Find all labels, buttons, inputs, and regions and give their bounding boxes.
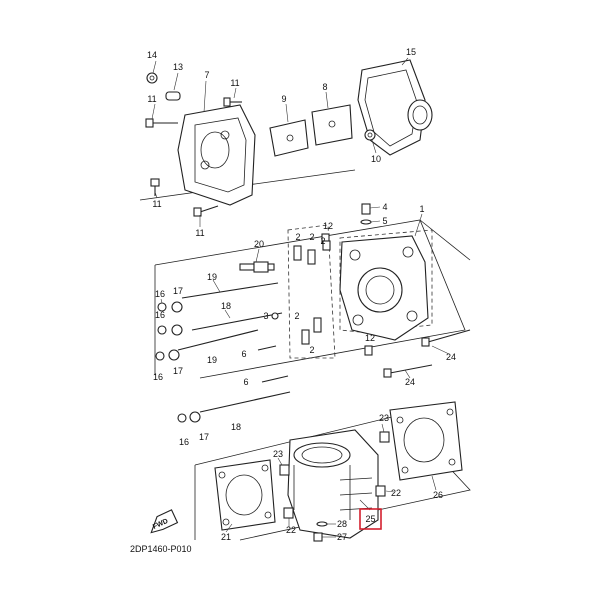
cylinder-head-cover: [177, 104, 256, 206]
callout-25[interactable]: 25: [365, 514, 375, 524]
callout-22: 22: [286, 525, 296, 535]
nuts-16-washers-17: [155, 301, 201, 423]
callout-2: 2: [309, 345, 314, 355]
callout-28: 28: [337, 519, 347, 529]
callout-16: 16: [153, 372, 163, 382]
head-cover-gasket-15: [357, 59, 433, 156]
callout-17: 17: [173, 366, 183, 376]
spark-plug-20: [239, 261, 275, 273]
dowels-22-23: [279, 431, 390, 519]
callout-2: 2: [295, 232, 300, 242]
callout-16: 16: [155, 310, 165, 320]
callout-26: 26: [433, 490, 443, 500]
bolts-24: [383, 329, 471, 378]
callout-17: 17: [199, 432, 209, 442]
callout-21: 21: [221, 532, 231, 542]
gaskets-8-9: [269, 104, 353, 157]
callout-1: 1: [419, 204, 424, 214]
cylinder-head-gasket-26: [389, 401, 463, 481]
callout-11: 11: [152, 199, 161, 209]
callout-16: 16: [179, 437, 189, 447]
callout-23: 23: [379, 413, 389, 423]
callout-7: 7: [204, 70, 209, 80]
callout-15: 15: [406, 47, 416, 57]
callout-12: 12: [365, 333, 375, 343]
cylinder-block: [287, 429, 379, 539]
callout-23: 23: [273, 449, 283, 459]
callout-18: 18: [231, 422, 241, 432]
fwd-arrow-icon: [150, 509, 179, 534]
callout-22: 22: [391, 488, 401, 498]
cylinder-base-gasket-21: [214, 459, 276, 531]
leader-lines: [151, 57, 450, 538]
callout-14: 14: [147, 50, 157, 60]
bolt-3: [271, 312, 279, 320]
callout-labels: 14 13 7 11 11 9 8 15 10 11 11 4 5 1 12 2…: [147, 47, 456, 542]
cylinder-head: [339, 229, 433, 341]
callout-27: 27: [337, 532, 347, 542]
diagram-code: 2DP1460-P010: [130, 544, 192, 554]
studs-18-19: [177, 282, 291, 413]
callout-20: 20: [254, 239, 264, 249]
nut-and-pin: [146, 72, 181, 101]
callout-24: 24: [446, 352, 456, 362]
callout-10: 10: [371, 154, 381, 164]
callout-24: 24: [405, 377, 415, 387]
callout-12: 12: [323, 221, 333, 231]
callout-9: 9: [281, 94, 286, 104]
callout-11: 11: [195, 228, 204, 238]
dowels-12: [322, 240, 373, 356]
callout-2: 2: [309, 232, 314, 242]
washer-10: [364, 129, 376, 141]
callout-13: 13: [173, 62, 183, 72]
callout-17: 17: [173, 286, 183, 296]
callout-8: 8: [322, 82, 327, 92]
highlighted-callout-25[interactable]: 25: [359, 508, 382, 530]
callout-6: 6: [241, 349, 246, 359]
callout-11: 11: [230, 78, 239, 88]
callout-19: 19: [207, 272, 217, 282]
callout-19: 19: [207, 355, 217, 365]
callout-18: 18: [221, 301, 231, 311]
studs-6: [257, 345, 289, 383]
callout-16: 16: [155, 289, 165, 299]
callout-6: 6: [243, 377, 248, 387]
bolts-11: [145, 97, 242, 217]
callout-2: 2: [320, 236, 325, 246]
callout-25-highlight-box: [359, 508, 382, 530]
callout-11: 11: [147, 94, 156, 104]
callout-4: 4: [382, 202, 387, 212]
valve-guides: [287, 224, 336, 359]
callout-5: 5: [382, 216, 387, 226]
callout-3: 3: [263, 311, 268, 321]
callout-2: 2: [294, 311, 299, 321]
plug-4-and-washer-5: [360, 203, 372, 225]
